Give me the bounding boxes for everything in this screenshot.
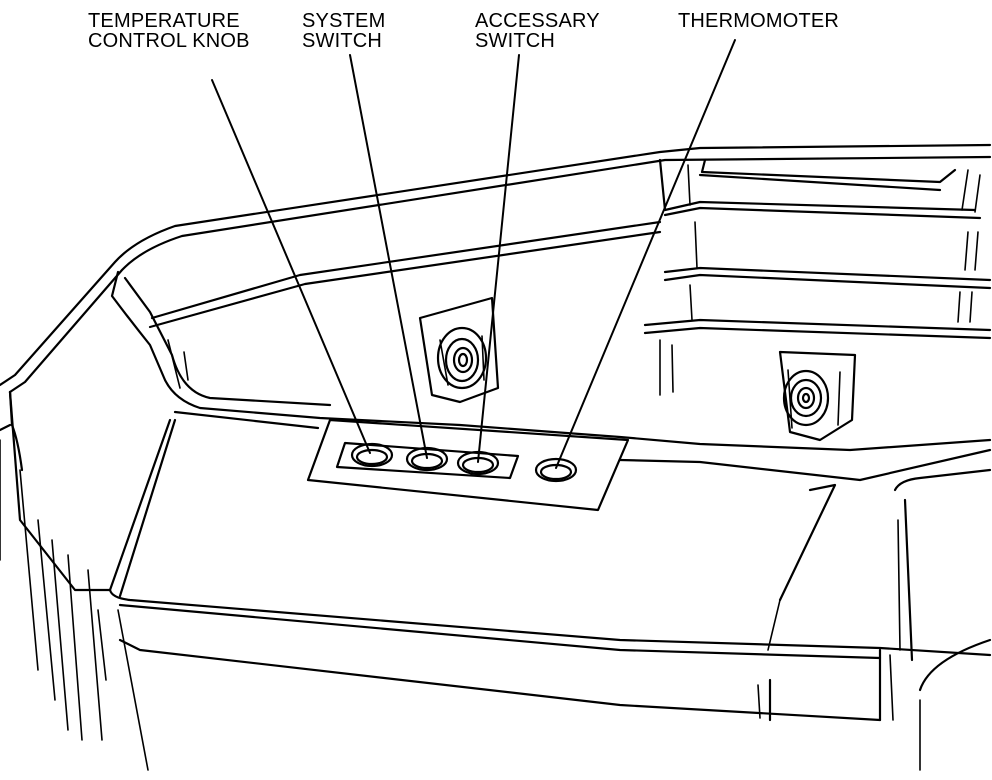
right-switch-boss — [778, 350, 857, 442]
leader-accessary-switch — [477, 54, 520, 463]
leader-temperature-control-knob — [211, 79, 371, 454]
housing-left-wall — [0, 390, 882, 771]
left-switch-boss — [418, 296, 500, 404]
housing-right-wall — [643, 158, 992, 396]
housing-right-bracket — [767, 468, 992, 771]
label-thermomoter: THERMOMOTER — [678, 11, 839, 31]
label-system-switch: SYSTEM SWITCH — [302, 11, 385, 51]
label-system-line2: SWITCH — [302, 30, 383, 52]
housing-inner-rim — [110, 220, 992, 452]
label-temperature-line2: CONTROL KNOB — [88, 30, 250, 52]
label-accessary-switch: ACCESSARY SWITCH — [475, 11, 600, 51]
leader-system-switch — [349, 54, 428, 459]
leader-thermomoter — [555, 39, 736, 469]
label-accessary-line1: ACCESSARY — [475, 10, 600, 32]
label-temperature-line1: TEMPERATURE — [88, 10, 240, 32]
label-temperature-control-knob: TEMPERATURE CONTROL KNOB — [88, 11, 250, 51]
label-system-line1: SYSTEM — [302, 10, 386, 32]
label-thermomoter-line1: THERMOMOTER — [678, 10, 840, 32]
control-panel-plate — [306, 418, 630, 512]
leader-lines — [211, 39, 736, 469]
housing-deck — [108, 410, 992, 722]
label-accessary-line2: SWITCH — [475, 30, 556, 52]
